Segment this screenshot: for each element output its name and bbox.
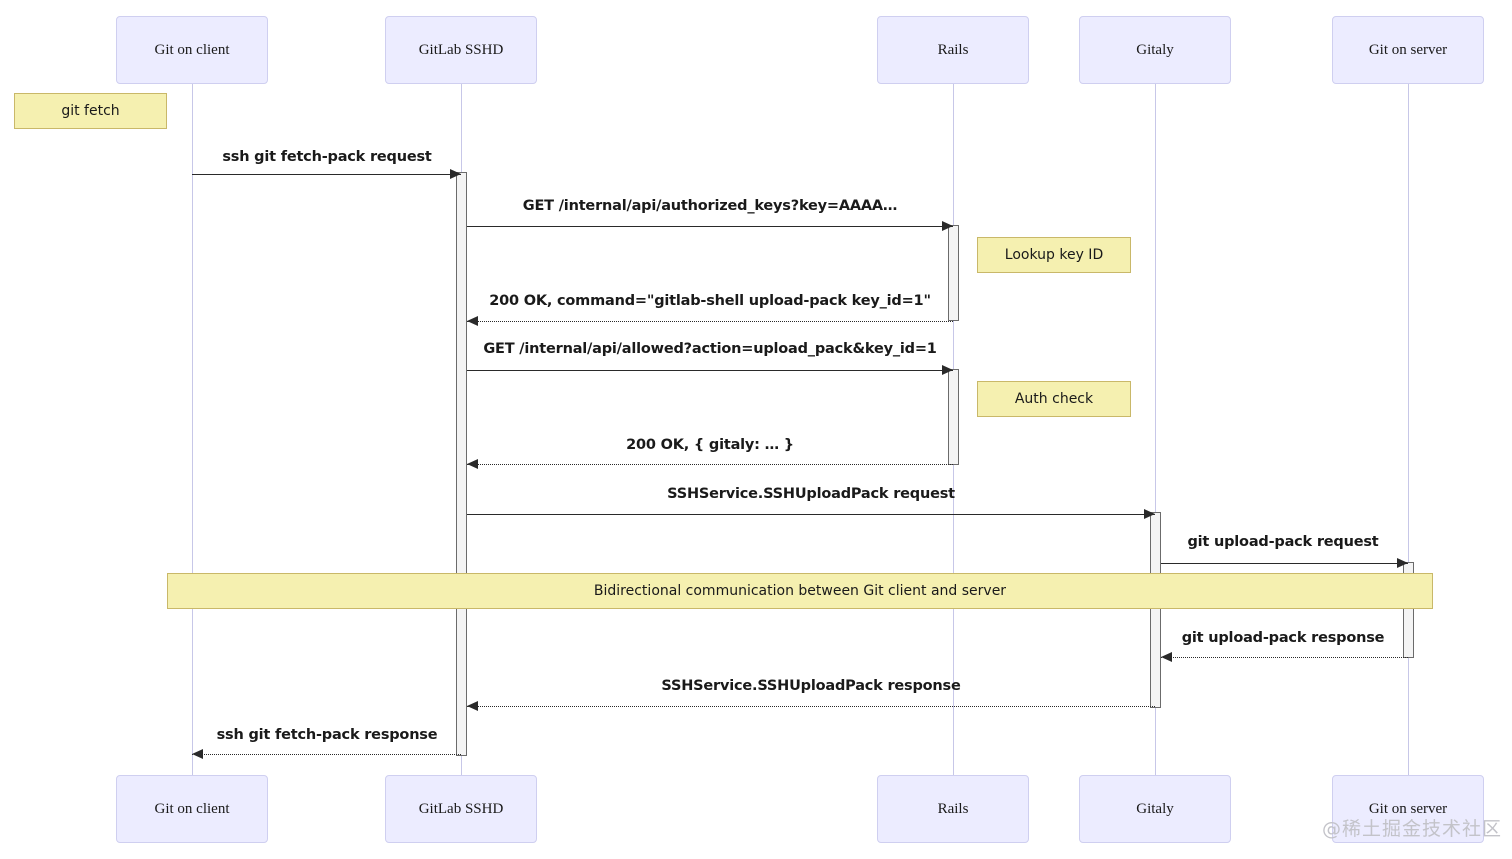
participant-label-client: Git on client: [154, 800, 230, 817]
participant-label-server: Git on server: [1368, 800, 1448, 817]
message-arrowhead-10: [192, 749, 203, 759]
message-label-2: GET /internal/api/authorized_keys?key=AA…: [522, 198, 898, 214]
note-bidirectional-band: Bidirectional communication between Git …: [167, 573, 1433, 609]
participant-label-gitaly: Gitaly: [1136, 800, 1174, 817]
message-line-10: [192, 754, 461, 755]
message-arrowhead-5: [467, 459, 478, 469]
message-arrowhead-4: [942, 365, 953, 375]
message-line-1: [192, 174, 461, 175]
message-label-8: git upload-pack response: [1181, 630, 1385, 646]
message-label-3: 200 OK, command="gitlab-shell upload-pac…: [489, 293, 931, 309]
note-label-git-fetch: git fetch: [61, 103, 120, 119]
participant-sshd-top[interactable]: GitLab SSHD: [385, 16, 537, 84]
activation-bar-rails: [948, 225, 959, 321]
note-git-fetch: git fetch: [14, 93, 167, 129]
activation-bar-gitaly: [1150, 512, 1161, 708]
lifeline-server: [1408, 84, 1409, 775]
message-line-4: [467, 370, 953, 371]
participant-gitaly-bottom[interactable]: Gitaly: [1079, 775, 1231, 843]
participant-rails-bottom[interactable]: Rails: [877, 775, 1029, 843]
message-label-6: SSHService.SSHUploadPack request: [667, 486, 955, 502]
message-line-6: [467, 514, 1155, 515]
message-line-3: [467, 321, 953, 322]
participant-label-sshd: GitLab SSHD: [418, 800, 504, 817]
message-label-1: ssh git fetch-pack request: [222, 149, 432, 165]
note-lookup-key: Lookup key ID: [977, 237, 1131, 273]
activation-bar-sshd: [456, 172, 467, 756]
message-line-9: [467, 706, 1155, 707]
message-line-2: [467, 226, 953, 227]
message-arrowhead-9: [467, 701, 478, 711]
participant-label-gitaly: Gitaly: [1136, 41, 1174, 58]
message-arrowhead-8: [1161, 652, 1172, 662]
participant-client-top[interactable]: Git on client: [116, 16, 268, 84]
message-arrowhead-7: [1397, 558, 1408, 568]
message-arrowhead-6: [1144, 509, 1155, 519]
participant-label-server: Git on server: [1368, 41, 1448, 58]
note-label-bidirectional-band: Bidirectional communication between Git …: [593, 583, 1007, 599]
participant-sshd-bottom[interactable]: GitLab SSHD: [385, 775, 537, 843]
lifeline-client: [192, 84, 193, 775]
note-label-lookup-key: Lookup key ID: [1004, 247, 1104, 263]
lifeline-gitaly: [1155, 84, 1156, 775]
message-arrowhead-3: [467, 316, 478, 326]
participant-gitaly-top[interactable]: Gitaly: [1079, 16, 1231, 84]
participant-label-sshd: GitLab SSHD: [418, 41, 504, 58]
participant-server-bottom[interactable]: Git on server: [1332, 775, 1484, 843]
activation-bar-rails: [948, 369, 959, 465]
message-label-10: ssh git fetch-pack response: [216, 727, 438, 743]
note-auth-check: Auth check: [977, 381, 1131, 417]
message-line-5: [467, 464, 953, 465]
message-label-7: git upload-pack request: [1187, 534, 1379, 550]
message-label-5: 200 OK, { gitaly: … }: [626, 437, 794, 453]
message-line-8: [1161, 657, 1408, 658]
watermark-text: @稀土掘金技术社区: [1322, 818, 1503, 840]
message-arrowhead-2: [942, 221, 953, 231]
participant-client-bottom[interactable]: Git on client: [116, 775, 268, 843]
message-arrowhead-1: [450, 169, 461, 179]
message-label-9: SSHService.SSHUploadPack response: [661, 678, 961, 694]
message-label-4: GET /internal/api/allowed?action=upload_…: [483, 341, 937, 357]
note-label-auth-check: Auth check: [1014, 391, 1094, 407]
participant-label-client: Git on client: [154, 41, 230, 58]
participant-label-rails: Rails: [937, 800, 969, 817]
message-line-7: [1161, 563, 1408, 564]
participant-rails-top[interactable]: Rails: [877, 16, 1029, 84]
activation-bar-server: [1403, 562, 1414, 658]
participant-server-top[interactable]: Git on server: [1332, 16, 1484, 84]
participant-label-rails: Rails: [937, 41, 969, 58]
